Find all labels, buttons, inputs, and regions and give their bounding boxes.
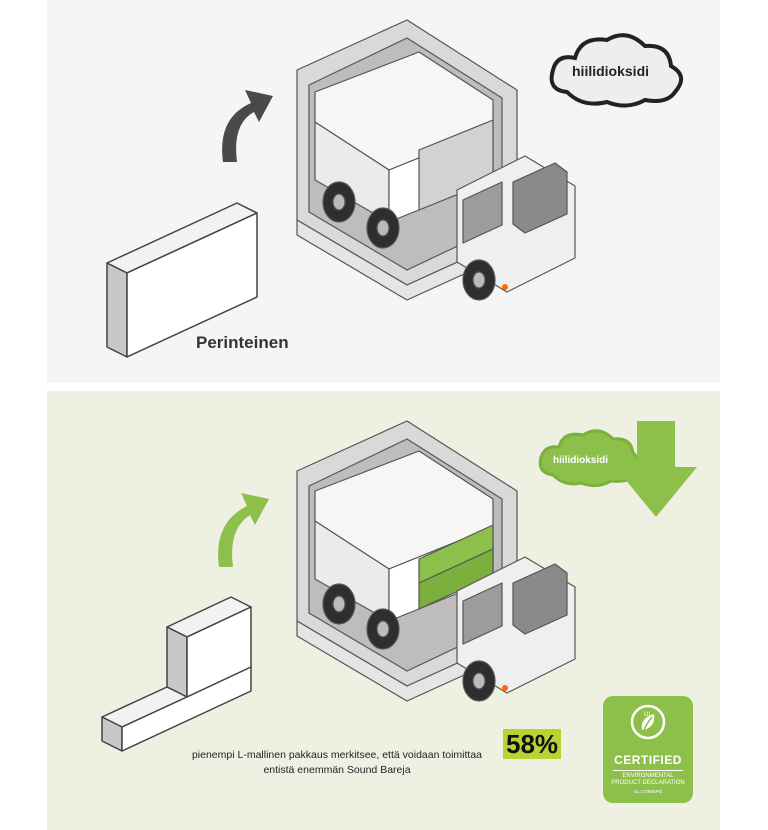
curved-arrow-icon xyxy=(222,90,273,162)
co2-cloud-label: hiilidioksidi xyxy=(572,63,650,79)
caption-line-1: pienempi L-mallinen pakkaus merkitsee, e… xyxy=(191,749,483,761)
certified-url: UL.COM/EPD xyxy=(633,789,662,794)
l-shaped-box-icon xyxy=(101,596,252,752)
certified-divider xyxy=(613,770,683,771)
green-curved-arrow-icon xyxy=(218,493,269,567)
traditional-label: Perinteinen xyxy=(196,333,289,352)
caption-line-2: entistä enemmän Sound Bareja xyxy=(263,764,411,776)
improved-scene xyxy=(101,420,697,752)
certified-title: CERTIFIED xyxy=(614,753,682,767)
down-arrow-icon xyxy=(615,421,697,517)
percent-badge: 58% xyxy=(503,729,562,759)
ul-certified-badge: UL CERTIFIED ENVIRONMENTAL PRODUCT DECLA… xyxy=(603,696,693,803)
truck-icon xyxy=(296,19,576,301)
co2-cloud-icon xyxy=(549,33,683,108)
rectangular-box-icon xyxy=(106,202,258,358)
ul-logo-text: UL xyxy=(644,712,652,718)
certified-sub-2: PRODUCT DECLARATION xyxy=(611,780,685,786)
traditional-scene xyxy=(106,19,683,358)
certified-sub-1: ENVIRONMENTAL xyxy=(622,773,674,779)
reduced-co2-cloud-label: hiilidioksidi xyxy=(553,455,609,466)
truck-icon xyxy=(296,420,576,702)
improved-panel: hiilidioksidi pienempi L-mallinen pakkau… xyxy=(47,391,720,830)
packaging-caption: pienempi L-mallinen pakkaus merkitsee, e… xyxy=(157,748,517,778)
reduced-co2-cloud-icon xyxy=(538,429,641,488)
traditional-panel: Perinteinen hiilidioksidi xyxy=(47,0,720,383)
ul-leaf-logo-icon: UL xyxy=(630,704,666,740)
